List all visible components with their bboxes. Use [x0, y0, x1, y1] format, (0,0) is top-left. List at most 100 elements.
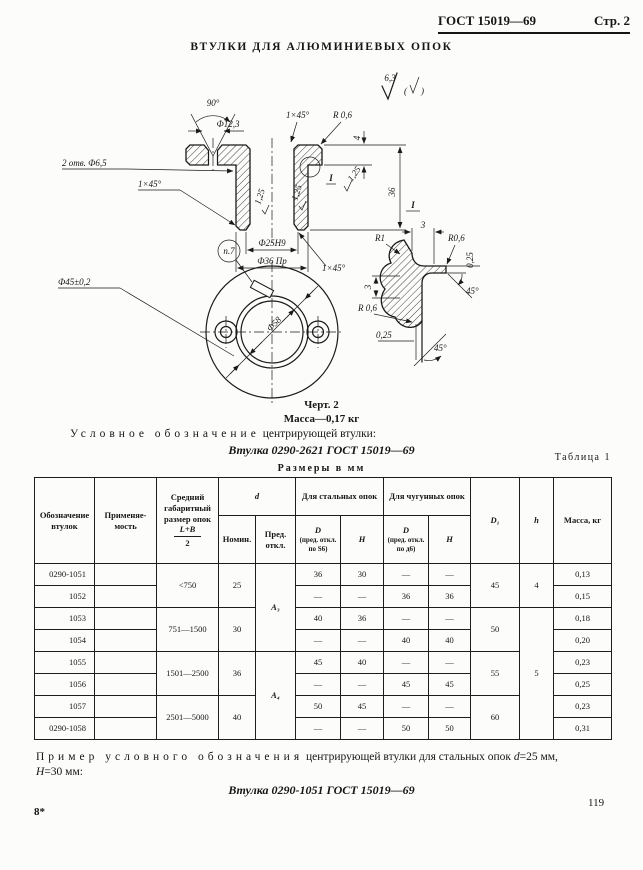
p7-label: п.7 — [223, 246, 235, 256]
cell-iron-h: — — [427, 695, 472, 718]
cell-designation: 1057 — [34, 695, 95, 718]
cell-applicability — [94, 629, 157, 652]
detail-view: I 3 R1 R0,6 0,25 45° — [357, 200, 480, 367]
col-h: h — [519, 477, 555, 564]
cell-iron-d: — — [383, 651, 429, 674]
table-row: 0290-1058 — — 50 50 0,31 — [34, 717, 613, 740]
roughness-paren-close: ) — [420, 86, 424, 96]
detail-dim3-left: 3 — [363, 284, 373, 290]
dim-chamfer-top: 1×45° — [286, 110, 310, 120]
example-h-val: =30 мм: — [44, 766, 83, 778]
cell-mass: 0,23 — [553, 651, 613, 674]
detail-angle-right: 45° — [466, 286, 479, 296]
size-fraction: L+B 2 — [173, 524, 202, 548]
dimensions-table: Обозначение втулок Применяе- мость Средн… — [34, 477, 613, 740]
detail-r06-top: R0,6 — [447, 233, 465, 243]
col-mass: Масса, кг — [553, 477, 613, 564]
dim-dia-countersink: Ф12,3 — [217, 119, 240, 129]
detail-ref-label: I — [328, 173, 333, 183]
cell-iron-h: 40 — [427, 629, 472, 652]
detail-title: I — [410, 200, 415, 210]
figure-mass: Масса—0,17 кг — [283, 413, 360, 425]
page-header: ГОСТ 15019—69 Стр. 2 — [438, 13, 630, 34]
cell-iron-h: — — [427, 563, 472, 586]
cell-mass: 0,31 — [553, 717, 613, 740]
example-h-var: Н — [36, 766, 45, 778]
detail-section-blob — [379, 239, 447, 328]
cell-iron-h: 50 — [427, 717, 472, 740]
cell-iron-d: — — [383, 695, 429, 718]
cell-steel-h: 45 — [340, 695, 384, 718]
cell-d1: 45 — [470, 563, 521, 608]
roughness-value: 6,3 — [384, 73, 396, 83]
cell-iron-h: — — [427, 651, 472, 674]
cell-size: 1501—2500 — [156, 651, 219, 696]
detail-offset-bottom: 0,25 — [376, 330, 392, 340]
cell-steel-h: 30 — [340, 563, 384, 586]
cell-steel-h: — — [340, 629, 384, 652]
cell-d-nom: 25 — [218, 563, 256, 608]
col-d-tol: Пред. откл. — [255, 515, 296, 564]
cell-steel-d: — — [295, 673, 341, 696]
designation-intro-rest: центрирующей втулки: — [262, 428, 377, 440]
example-intro-spaced: Пример условного обозначения — [36, 751, 304, 763]
cell-iron-h: 45 — [427, 673, 472, 696]
cell-steel-d: 50 — [295, 695, 341, 718]
page-number: 119 — [588, 797, 605, 809]
cell-applicability — [94, 717, 157, 740]
cell-applicability — [94, 585, 157, 608]
dim-dia-flange: Ф45±0,2 — [58, 277, 91, 287]
cell-mass: 0,20 — [553, 629, 613, 652]
p7-callout-circle — [217, 239, 241, 263]
roughness-paren-open: ( — [404, 86, 408, 96]
col-group-steel: Для стальных опок — [295, 477, 384, 516]
cell-designation: 1053 — [34, 607, 95, 630]
dim-dia-body: Ф36 Пр — [257, 256, 287, 266]
col-d1: D₁ — [470, 477, 521, 564]
cell-iron-d: — — [383, 607, 429, 630]
cell-steel-d: — — [295, 717, 341, 740]
designation-intro: Условное обозначение центрирующей втулки… — [70, 428, 376, 440]
example-line-1: Пример условного обозначения центрирующе… — [36, 751, 612, 763]
cell-applicability — [94, 607, 157, 630]
dim-dia-bore: Ф25Н9 — [258, 238, 286, 248]
cell-mass: 0,13 — [553, 563, 613, 586]
dim-angle-90: 90° — [207, 98, 220, 108]
steel-d-symbol: D — [314, 525, 322, 536]
cell-d-nom: 30 — [218, 607, 256, 652]
cell-size: 751—1500 — [156, 607, 219, 652]
designation-value: Втулка 0290-2621 ГОСТ 15019—69 — [228, 443, 415, 457]
cell-mass: 0,23 — [553, 695, 613, 718]
cell-h: 5 — [519, 607, 555, 740]
dim-height-36: 36 — [387, 187, 397, 198]
col-steel-h: H — [340, 515, 384, 564]
cell-d-tol: А₄ — [255, 651, 296, 740]
table-caption: Таблица 1 — [554, 452, 611, 463]
technical-drawing: .ln{stroke:#1a1a1a;stroke-width:1.2;fill… — [58, 72, 480, 404]
cell-designation: 0290-1058 — [34, 717, 95, 740]
cell-steel-h: 40 — [340, 651, 384, 674]
steel-d-note: (пред. откл. по S6) — [299, 536, 337, 553]
cell-h: 4 — [519, 563, 555, 608]
col-applicability: Применяе- мость — [94, 477, 157, 564]
col-iron-h: H — [427, 515, 472, 564]
cell-applicability — [94, 651, 157, 674]
detail-dim3-top: 3 — [420, 220, 426, 230]
iron-d-symbol: D — [402, 525, 410, 536]
col-group-d: d — [218, 477, 296, 516]
cell-size: 2501—5000 — [156, 695, 219, 740]
figure-caption: Черт. 2 — [304, 399, 339, 411]
gost-number: ГОСТ 15019—69 — [438, 13, 537, 28]
table-units: Размеры в мм — [277, 463, 366, 474]
main-section-view: I 90° Ф12,3 1×45° R 0,6 6,3 ( ) — [62, 72, 424, 273]
table-row: 1053 751—1500 30 40 36 — — 50 5 0,18 — [34, 607, 613, 740]
detail-offset-right: 0,25 — [465, 252, 475, 268]
example-designation: Втулка 0290-1051 ГОСТ 15019—69 — [228, 783, 415, 797]
cell-mass: 0,18 — [553, 607, 613, 630]
cell-d1: 50 — [470, 607, 521, 652]
cell-steel-d: — — [295, 585, 341, 608]
cell-d-nom: 40 — [218, 695, 256, 740]
cell-d-tol: А₃ — [255, 563, 296, 652]
cell-steel-d: — — [295, 629, 341, 652]
iron-d-note: (пред. откл. по д6) — [387, 536, 425, 553]
